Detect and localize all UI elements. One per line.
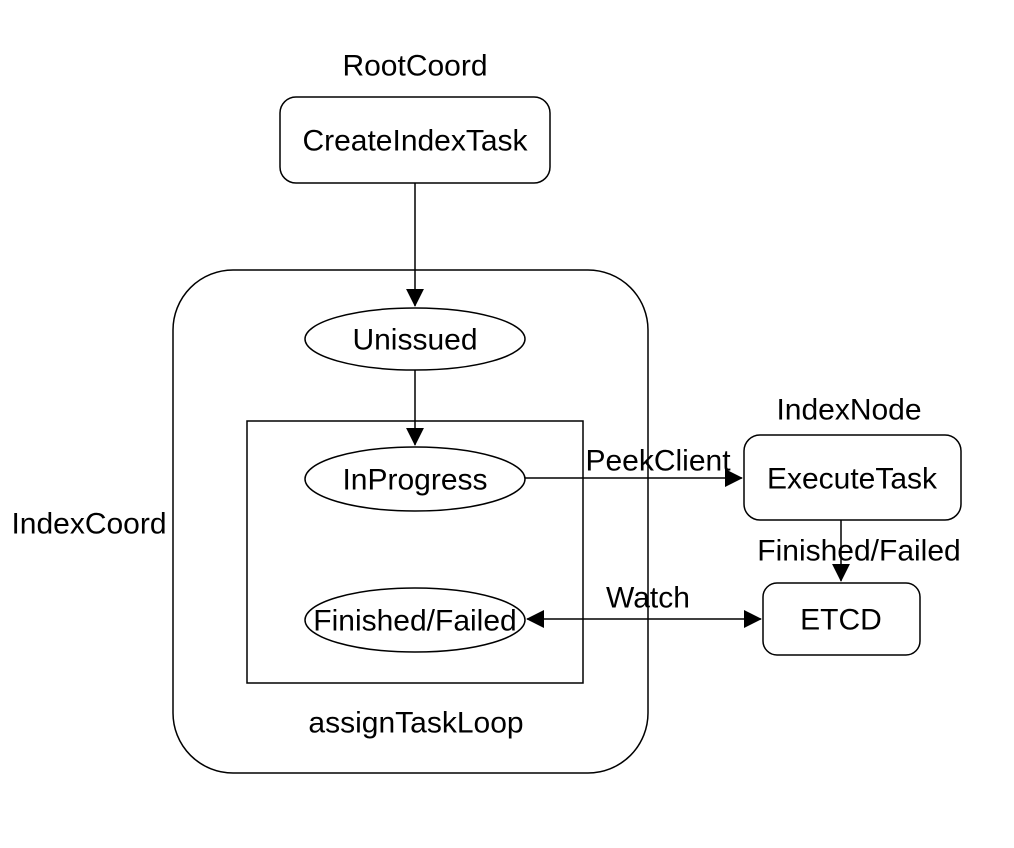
node-unissued xyxy=(304,307,526,371)
etcd-label: ETCD xyxy=(800,604,882,637)
create-index-task-label: CreateIndexTask xyxy=(302,125,528,158)
finished-failed-edge-label: Finished/Failed xyxy=(757,535,960,568)
assigntaskloop-label: assignTaskLoop xyxy=(308,707,523,740)
indexcoord-container xyxy=(172,269,649,774)
rootcoord-label: RootCoord xyxy=(342,50,487,83)
peekclient-edge-label: PeekClient xyxy=(585,445,731,478)
node-etcd xyxy=(762,582,921,656)
node-finished-failed xyxy=(304,587,526,653)
unissued-label: Unissued xyxy=(352,324,477,357)
execute-task-label: ExecuteTask xyxy=(767,463,938,496)
indexnode-label: IndexNode xyxy=(776,394,921,427)
node-create-index-task xyxy=(279,96,551,184)
indexcoord-label: IndexCoord xyxy=(11,508,166,541)
node-in-progress xyxy=(304,446,526,512)
in-progress-label: InProgress xyxy=(342,464,487,497)
watch-edge-label: Watch xyxy=(606,582,690,615)
finished-failed-label: Finished/Failed xyxy=(313,605,516,638)
node-execute-task xyxy=(743,434,962,521)
